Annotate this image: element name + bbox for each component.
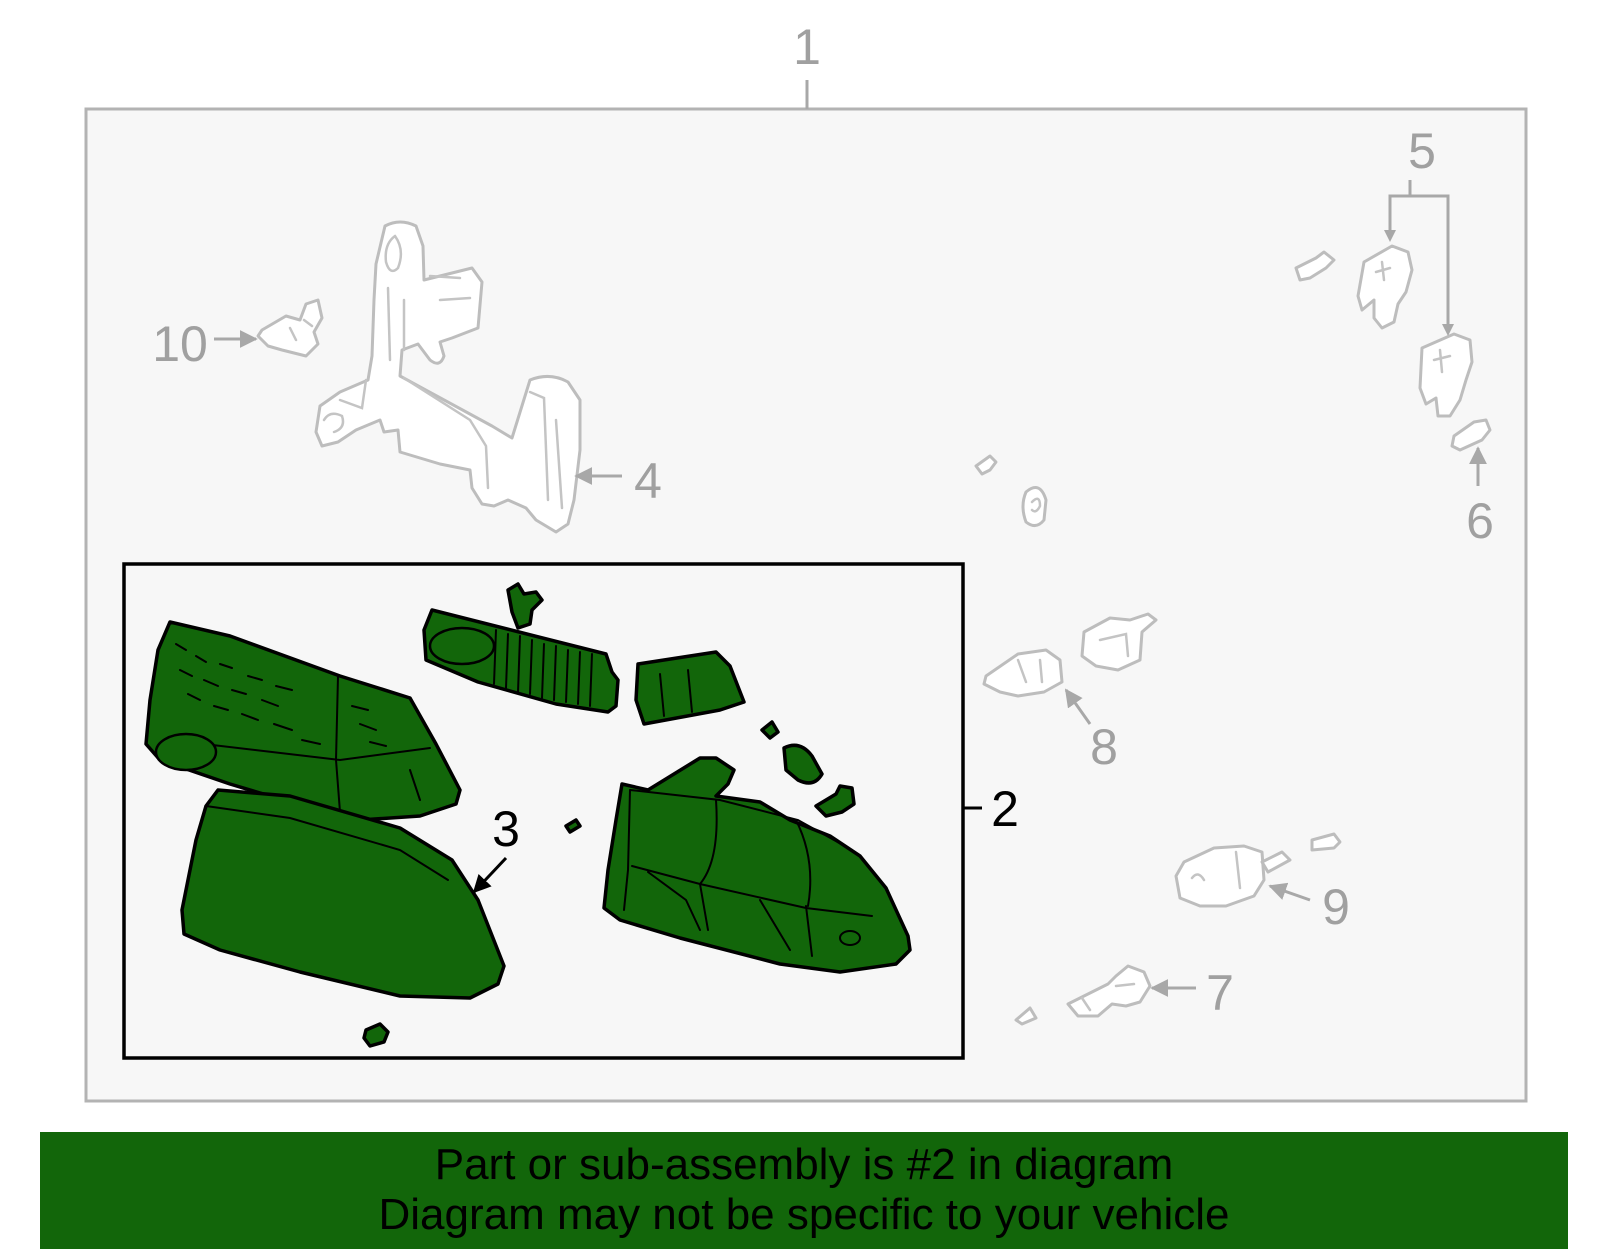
grommet-icon	[974, 454, 1048, 527]
adjuster-icon	[1294, 244, 1474, 418]
banner-line-1: Part or sub-assembly is #2 in diagram	[434, 1140, 1174, 1189]
socket-icon	[982, 612, 1158, 698]
side-marker-icon	[634, 650, 746, 726]
callout-4: 4	[634, 453, 662, 509]
callout-5: 5	[1408, 123, 1436, 179]
callout-2: 2	[991, 781, 1019, 837]
callout-10: 10	[152, 316, 208, 372]
fastener-icon	[362, 720, 856, 1048]
callout-7: 7	[1206, 965, 1234, 1021]
bulb-socket-icon	[1174, 832, 1342, 908]
callout-1: 1	[793, 19, 821, 75]
lens-icon	[180, 788, 506, 1000]
callout-6: 6	[1466, 493, 1494, 549]
lamp-assembly-icon	[144, 620, 462, 822]
callout-8-arrow	[1064, 688, 1092, 725]
banner-line-2: Diagram may not be specific to your vehi…	[378, 1190, 1230, 1239]
bracket-icon	[314, 220, 582, 534]
callout-9-arrow	[1268, 882, 1311, 902]
callout-8: 8	[1090, 719, 1118, 775]
bolt-icon	[1450, 418, 1492, 452]
arrow-icon	[1384, 230, 1454, 336]
reflector-icon	[422, 608, 620, 714]
info-banner: Part or sub-assembly is #2 in diagram Di…	[40, 1132, 1568, 1249]
callout-9: 9	[1322, 879, 1350, 935]
callout-3: 3	[492, 801, 520, 857]
bulb-icon	[1014, 964, 1152, 1026]
callout-5-leader	[1388, 180, 1450, 332]
callout-3-arrow	[472, 856, 508, 894]
retainer-icon	[506, 582, 544, 630]
housing-icon	[602, 756, 912, 974]
clip-icon	[256, 298, 324, 358]
